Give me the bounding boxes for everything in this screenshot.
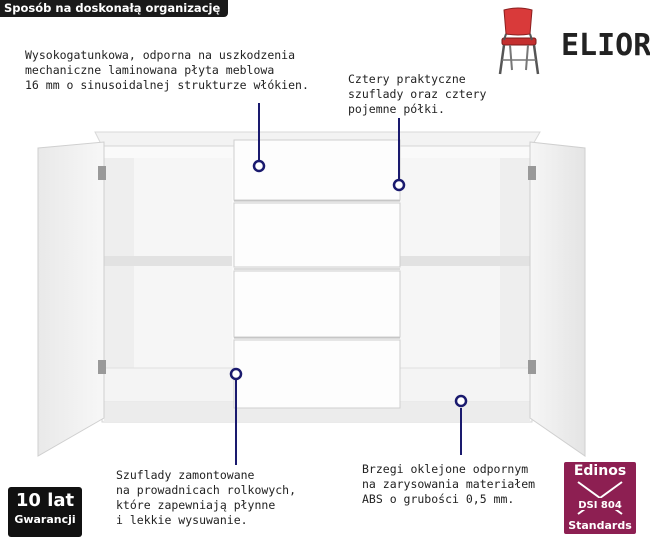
callout-drawer-runners: Szuflady zamontowane na prowadnicach rol… (116, 468, 297, 527)
brand-name: ELIOR (561, 28, 650, 63)
cert-mark-text: DSI 804 (578, 500, 622, 511)
cert-brand: Edinos (573, 463, 627, 479)
warranty-badge: 10 lat Gwarancji (8, 487, 82, 537)
warranty-years: 10 lat (15, 490, 75, 511)
warranty-label: Gwarancji (14, 513, 76, 526)
callout-board-material: Wysokogatunkowa, odporna na uszkodzenia … (25, 48, 309, 92)
callout-abs-edges: Brzegi oklejone odpornym na zarysowania … (362, 462, 536, 506)
certification-badge: Edinos DSI 804 Standards (564, 462, 636, 534)
dsi-mark-icon: DSI 804 (572, 481, 628, 515)
header-title: Sposób na doskonałą organizację (0, 0, 229, 17)
cert-standards: Standards (568, 519, 632, 532)
callout-drawers-shelves: Cztery praktyczne szuflady oraz cztery p… (348, 72, 487, 116)
chair-icon (498, 7, 540, 75)
